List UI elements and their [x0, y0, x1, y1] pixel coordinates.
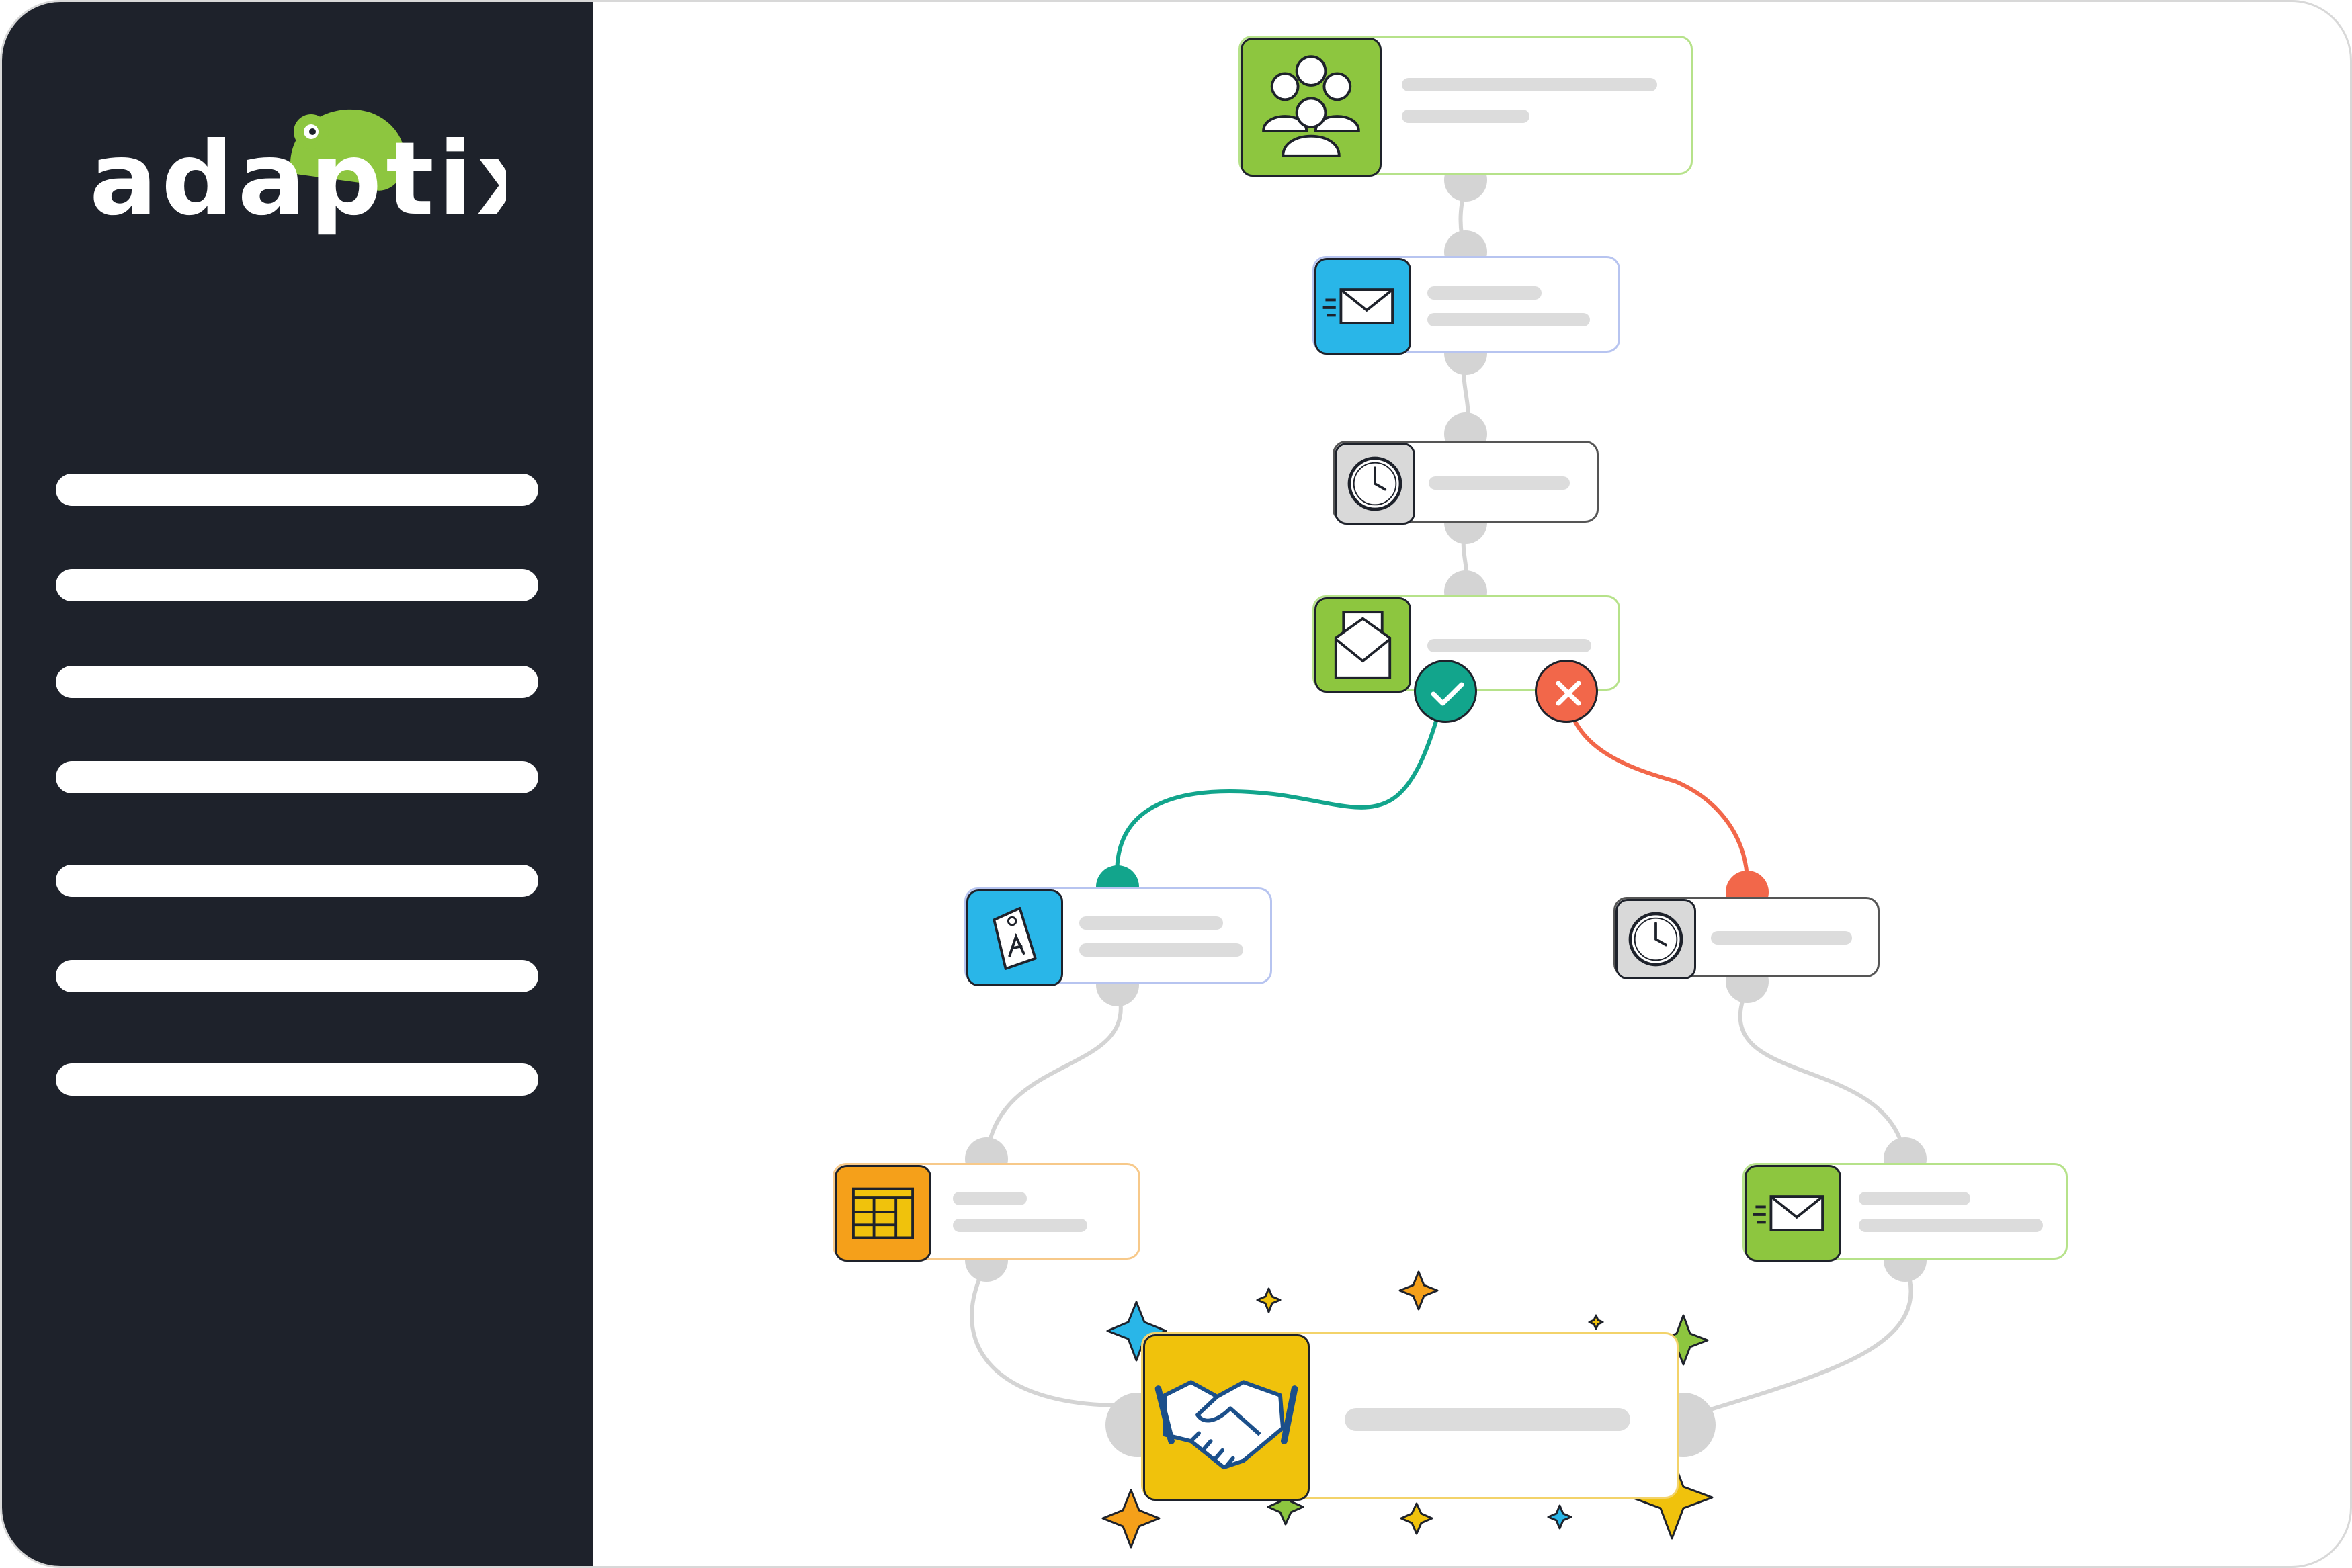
sparkle-9 — [1400, 1502, 1433, 1535]
handshake-icon — [1143, 1334, 1310, 1501]
node-title-placeholder — [1427, 639, 1591, 652]
workflow-node-wait-2[interactable] — [1613, 897, 1880, 979]
connector-5 — [1738, 986, 1907, 1161]
workflow-node-deal-won[interactable] — [1141, 1332, 1679, 1501]
clock-icon — [1615, 899, 1696, 979]
layout-grid-icon — [835, 1165, 931, 1262]
workflow-node-send-email-2[interactable] — [1742, 1163, 2068, 1262]
node-subtitle-placeholder — [1402, 110, 1529, 123]
sparkle-2 — [1256, 1287, 1282, 1313]
node-subtitle-placeholder — [1427, 313, 1590, 326]
connector-6 — [970, 1262, 1146, 1407]
workflow-node-wait[interactable] — [1333, 441, 1599, 525]
connector-4 — [984, 986, 1123, 1161]
sidebar-item-1[interactable] — [56, 474, 538, 506]
adaptix-logo: adaptix — [89, 99, 542, 247]
node-title-placeholder — [953, 1192, 1027, 1205]
sparkle-1 — [1106, 1301, 1167, 1362]
workflow-node-landing-page[interactable] — [833, 1163, 1140, 1262]
sparkle-4 — [1588, 1314, 1604, 1330]
x-icon — [1556, 681, 1581, 706]
clock-icon — [1335, 443, 1415, 525]
users-icon — [1241, 38, 1382, 177]
send-email-icon — [1745, 1165, 1841, 1262]
check-icon — [1431, 682, 1464, 706]
open-envelope-icon — [1314, 597, 1411, 693]
tag-icon — [966, 889, 1063, 986]
node-subtitle-placeholder — [1859, 1219, 2043, 1232]
sidebar-item-3[interactable] — [56, 666, 538, 698]
node-title-placeholder — [1427, 286, 1542, 300]
sidebar-item-6[interactable] — [56, 960, 538, 992]
node-title-placeholder — [1429, 476, 1570, 490]
sparkle-8 — [1267, 1489, 1304, 1526]
send-email-icon — [1314, 258, 1411, 355]
node-subtitle-placeholder — [953, 1219, 1087, 1232]
sidebar-item-7[interactable] — [56, 1063, 538, 1096]
node-title-placeholder — [1079, 916, 1223, 930]
workflow-node-send-email[interactable] — [1312, 256, 1620, 355]
node-title-placeholder — [1345, 1408, 1630, 1431]
sidebar-item-4[interactable] — [56, 761, 538, 793]
workflow-node-contacts[interactable] — [1238, 36, 1693, 177]
connector-7 — [1687, 1262, 1913, 1418]
node-title-placeholder — [1402, 78, 1657, 91]
workflow-node-add-tag[interactable] — [964, 887, 1272, 986]
yes-branch-path — [1115, 687, 1447, 884]
sparkle-7 — [1101, 1489, 1161, 1549]
sparkle-10 — [1547, 1504, 1572, 1530]
node-title-placeholder — [1859, 1192, 1970, 1205]
node-title-placeholder — [1711, 931, 1852, 945]
node-subtitle-placeholder — [1079, 943, 1243, 957]
no-branch-path — [1564, 687, 1750, 889]
sidebar-item-5[interactable] — [56, 865, 538, 897]
sparkle-3 — [1398, 1270, 1439, 1311]
no-branch-badge[interactable] — [1535, 660, 1598, 723]
sidebar: adaptix — [2, 2, 593, 1566]
chameleon-logo-icon: adaptix — [89, 109, 542, 238]
sidebar-item-2[interactable] — [56, 569, 538, 601]
logo-wordmark: adaptix — [89, 121, 506, 238]
yes-branch-badge[interactable] — [1414, 660, 1477, 723]
